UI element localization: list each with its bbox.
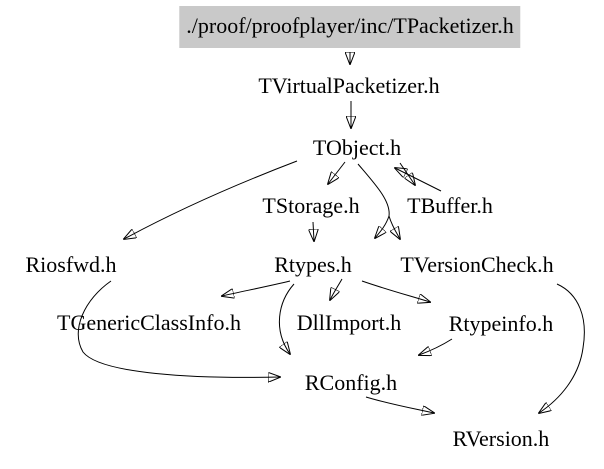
node-riosfwd[interactable]: Riosfwd.h (25, 252, 117, 277)
edge-rtypes-rtypeinfo (361, 280, 430, 302)
edge-tobject-tbuffer (399, 162, 415, 185)
node-rconfig[interactable]: RConfig.h (304, 370, 398, 395)
node-tversioncheck[interactable]: TVersionCheck.h (400, 252, 554, 277)
edge-rtypes-tgenericclassinfo (222, 280, 291, 296)
node-rtypeinfo[interactable]: Rtypeinfo.h (448, 311, 554, 336)
edge-tobject-fork-stem (357, 163, 390, 217)
node-tstorage[interactable]: TStorage.h (262, 193, 360, 218)
edge-tbuffer-tobject (395, 168, 442, 192)
node-tvirtualpacketizer[interactable]: TVirtualPacketizer.h (258, 73, 440, 98)
edge-tobject-tstorage (328, 161, 346, 184)
edge-rtypeinfo-rconfig (419, 338, 453, 355)
node-tgenericclassinfo[interactable]: TGenericClassInfo.h (57, 310, 241, 335)
edge-rtypes-dllimport (330, 278, 343, 300)
edge-tobject-rtypes (375, 215, 390, 238)
edge-tobject-tversioncheck (388, 215, 400, 239)
edge-riosfwd-rconfig (77, 280, 280, 377)
node-tpacketizer: ./proof/proofplayer/inc/TPacketizer.h (179, 6, 521, 48)
edge-tobject-riosfwd (124, 160, 298, 239)
node-rversion[interactable]: RVersion.h (452, 426, 550, 451)
edge-rtypes-rconfig (278, 283, 295, 354)
node-tbuffer[interactable]: TBuffer.h (407, 193, 493, 218)
edge-rconfig-rversion (365, 396, 434, 413)
node-tobject[interactable]: TObject.h (312, 135, 402, 160)
node-rtypes[interactable]: Rtypes.h (274, 252, 352, 277)
edge-tstorage-rtypes (313, 221, 314, 241)
edge-tversioncheck-rversion (539, 283, 585, 413)
node-dllimport[interactable]: DllImport.h (296, 310, 402, 335)
